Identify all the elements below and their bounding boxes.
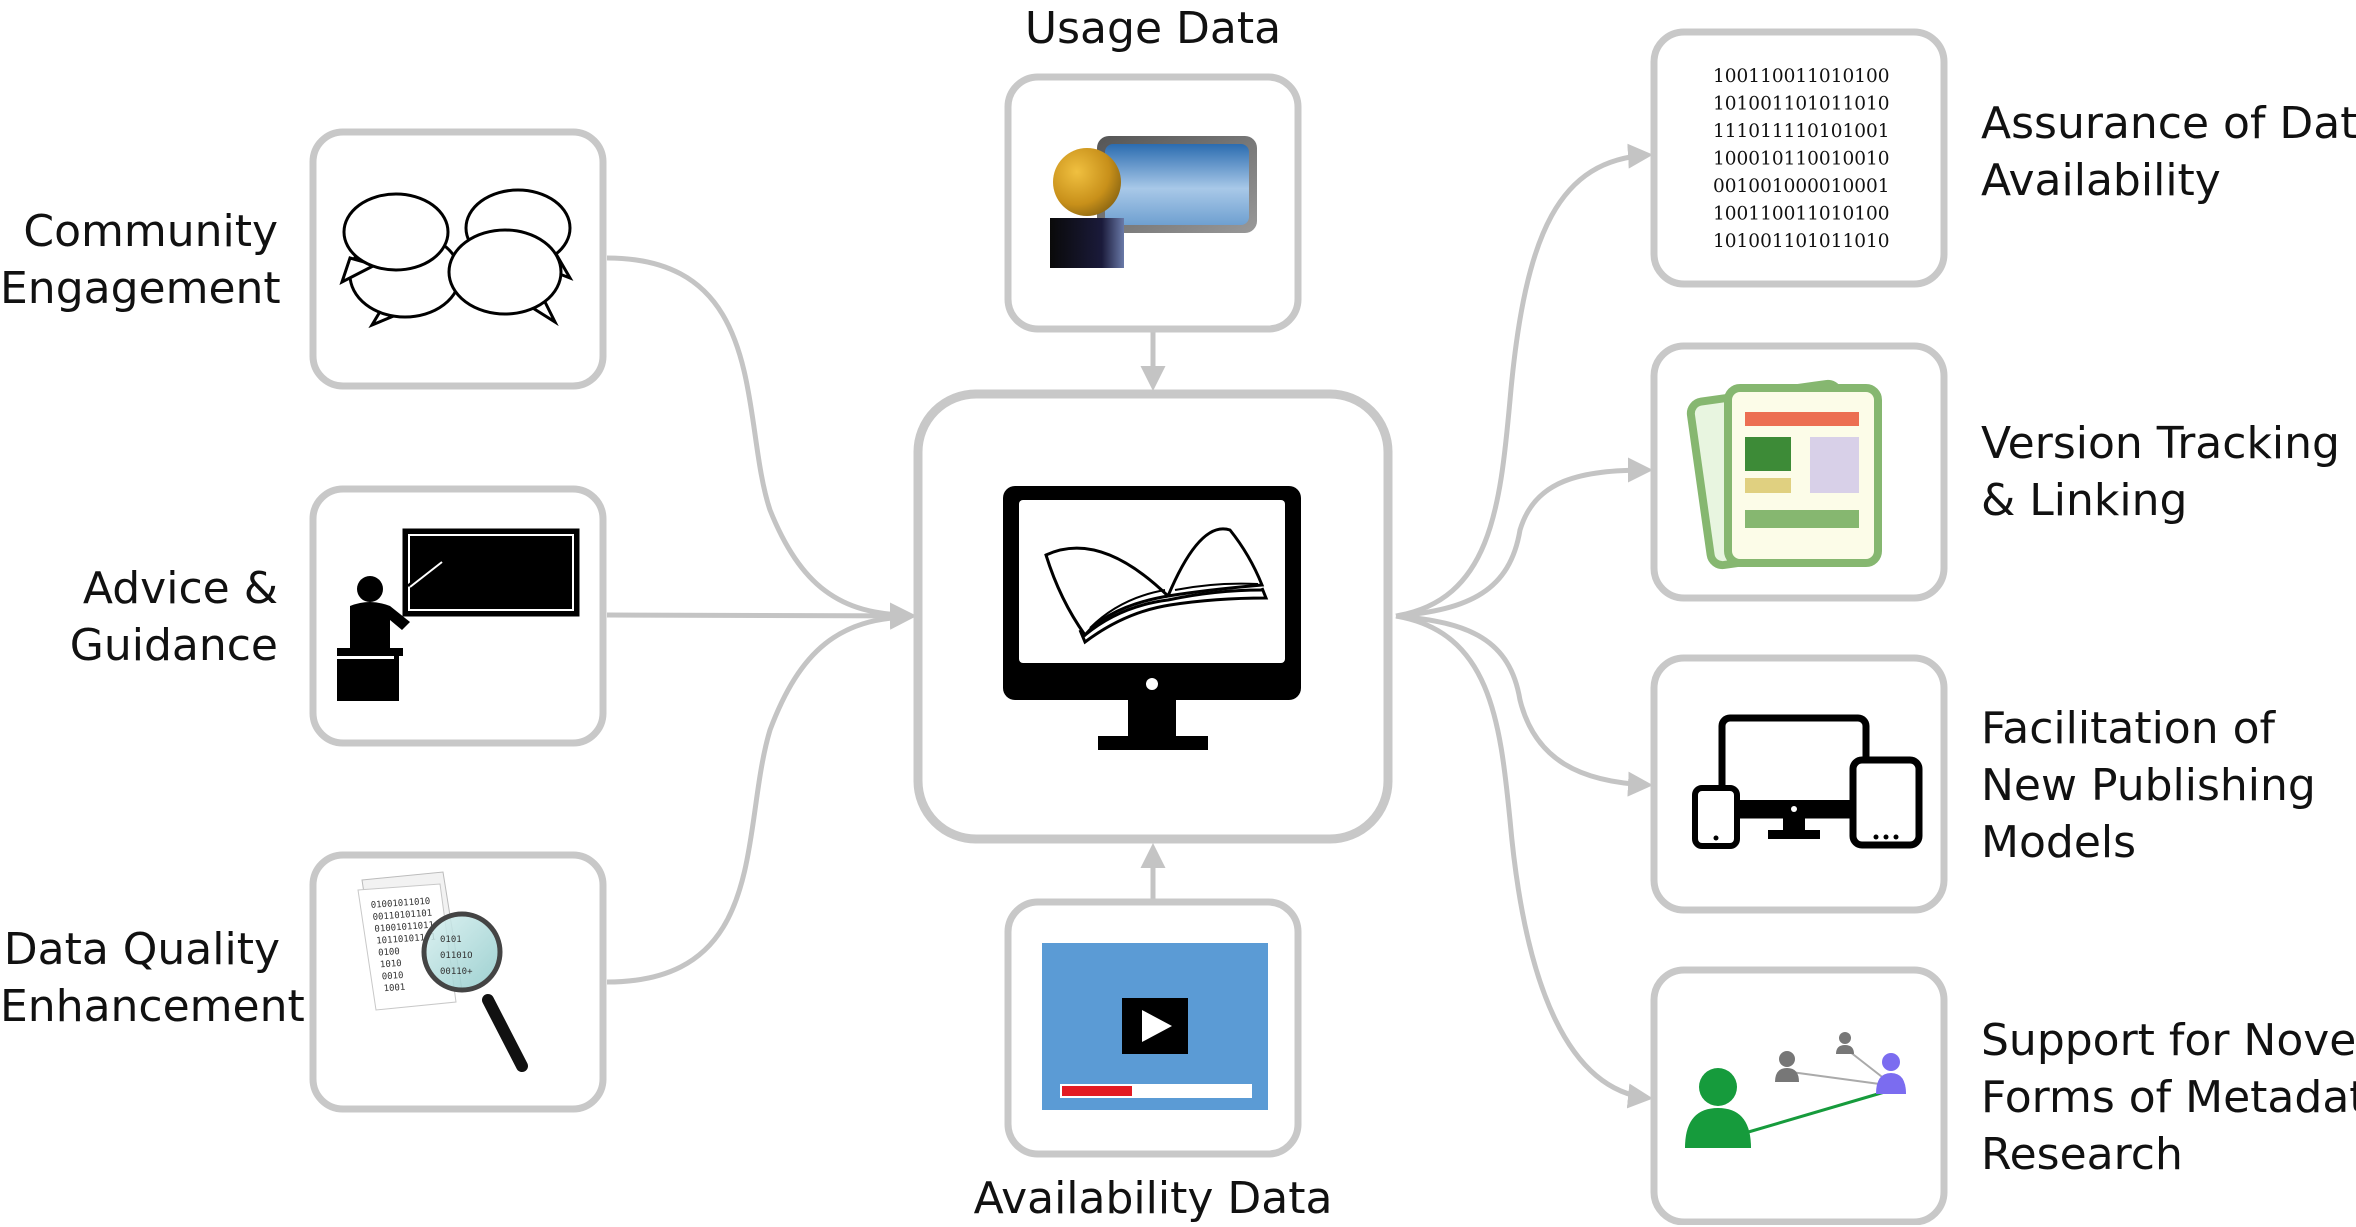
multi-device-icon [1692,714,1923,849]
binary-line: 100110011010100 [1713,204,1890,225]
label-line: Models [1981,817,2137,868]
label-line: Forms of Metadata [1981,1072,2356,1123]
label-line: Version Tracking [1981,418,2340,469]
label-line: & Linking [1981,475,2188,526]
binary-line: 01001011011 [374,921,434,935]
label-publishing-models: Facilitation of New Publishing Models [1981,700,2316,871]
binary-line: 100110011010100 [1713,66,1890,87]
label-community-engagement: Community Engagement [0,203,281,317]
presenter-screen-icon [1050,136,1257,268]
binary-line: 0010 [382,971,404,982]
label-availability-data: Availability Data [953,1170,1353,1227]
label-line: Research [1981,1129,2183,1180]
label-line: Community [23,206,278,257]
binary-line: 01101O [440,951,473,961]
arrow-community-to-center [606,255,915,628]
speech-bubbles-icon [339,188,574,329]
video-player-icon [1042,943,1268,1110]
label-line: Engagement [0,263,281,314]
label-data-quality: Data Quality Enhancement [0,921,305,1035]
binary-line: 100010110010010 [1713,149,1890,170]
binary-line: 01001011010 [371,897,431,911]
binary-line: 1010 [380,959,402,970]
label-line: Data Quality [3,924,280,975]
binary-line: 10110101101 [376,932,436,946]
arrow-advice-to-center [606,603,915,629]
connectors [606,143,1653,1109]
label-line: Guidance [69,620,278,671]
box-metadata [1650,966,1948,1225]
binary-line: 0100 [378,947,400,958]
arrow-center-to-assurance [1395,143,1653,619]
arrow-center-to-publishing [1395,613,1653,797]
label-line: Enhancement [0,981,305,1032]
label-line: Advice & [82,563,278,614]
binary-line: 101001101011010 [1713,94,1890,115]
label-line: Facilitation of [1981,703,2275,754]
label-metadata-research: Support for Novel Forms of Metadata Rese… [1981,1012,2356,1183]
teacher-blackboard-icon [337,528,580,701]
binary-line: 00110+ [440,967,473,977]
binary-line: 00110101101 [372,909,432,923]
label-line: Usage Data [1024,3,1282,54]
label-line: Assurance of Data [1981,98,2356,149]
label-usage-data: Usage Data [953,0,1353,57]
binary-data-icon: 100110011010100 101001101011010 1110111101… [1713,66,1890,252]
monitor-book-icon [1003,486,1301,750]
label-line: Support for Novel [1981,1015,2356,1066]
label-line: New Publishing [1981,760,2316,811]
arrow-center-to-version [1395,457,1653,619]
binary-line: 101001101011010 [1713,231,1890,252]
document-stack-icon [1686,379,1882,570]
label-advice-guidance: Advice & Guidance [0,560,278,674]
binary-line: 0101 [440,935,462,945]
people-network-icon [1685,1032,1906,1148]
label-assurance: Assurance of Data Availability [1981,95,2356,209]
label-line: Availability [1981,155,2221,206]
binary-line: 001001000010001 [1713,176,1890,197]
label-line: Availability Data [973,1173,1333,1224]
magnifier-binary-icon: 0100101101000110101101010010110111011010… [357,871,528,1072]
arrow-quality-to-center [606,604,915,985]
arrow-center-to-metadata [1395,613,1653,1109]
binary-line: 111011110101001 [1713,121,1890,142]
box-assurance [1650,28,1948,288]
label-version-tracking: Version Tracking & Linking [1981,415,2340,529]
binary-line: 1001 [383,983,405,994]
